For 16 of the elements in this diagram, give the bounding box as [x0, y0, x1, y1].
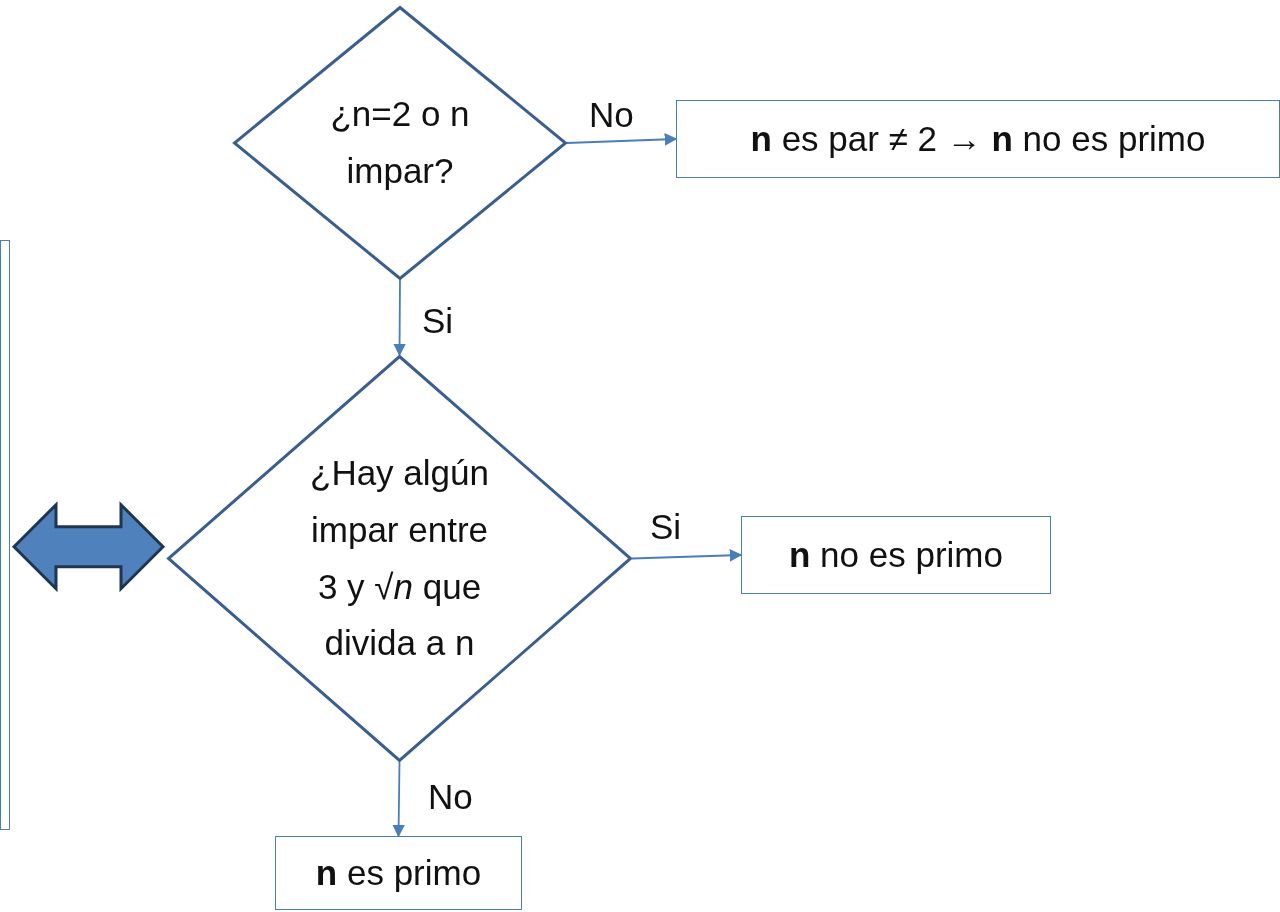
arrow [392, 761, 405, 838]
arrow [631, 549, 743, 562]
decision-text: ¿n=2 o n impar? [329, 93, 471, 192]
process-text: n no es primo [788, 533, 1004, 576]
double-block-arrow [11, 501, 166, 593]
process-box [741, 516, 1051, 594]
decision-diamond [167, 355, 632, 762]
decision-text: ¿Hay algún impar entre 3 y √n que divida a n [309, 452, 490, 665]
process-text: n es primo [314, 851, 483, 894]
arrow [393, 279, 406, 357]
empty-box [0, 240, 10, 830]
arrow [566, 133, 678, 146]
decision-diamond [233, 6, 567, 280]
process-text: n es par ≠ 2 → n no es primo [749, 117, 1207, 160]
process-box [275, 836, 522, 910]
process-box [676, 100, 1280, 178]
